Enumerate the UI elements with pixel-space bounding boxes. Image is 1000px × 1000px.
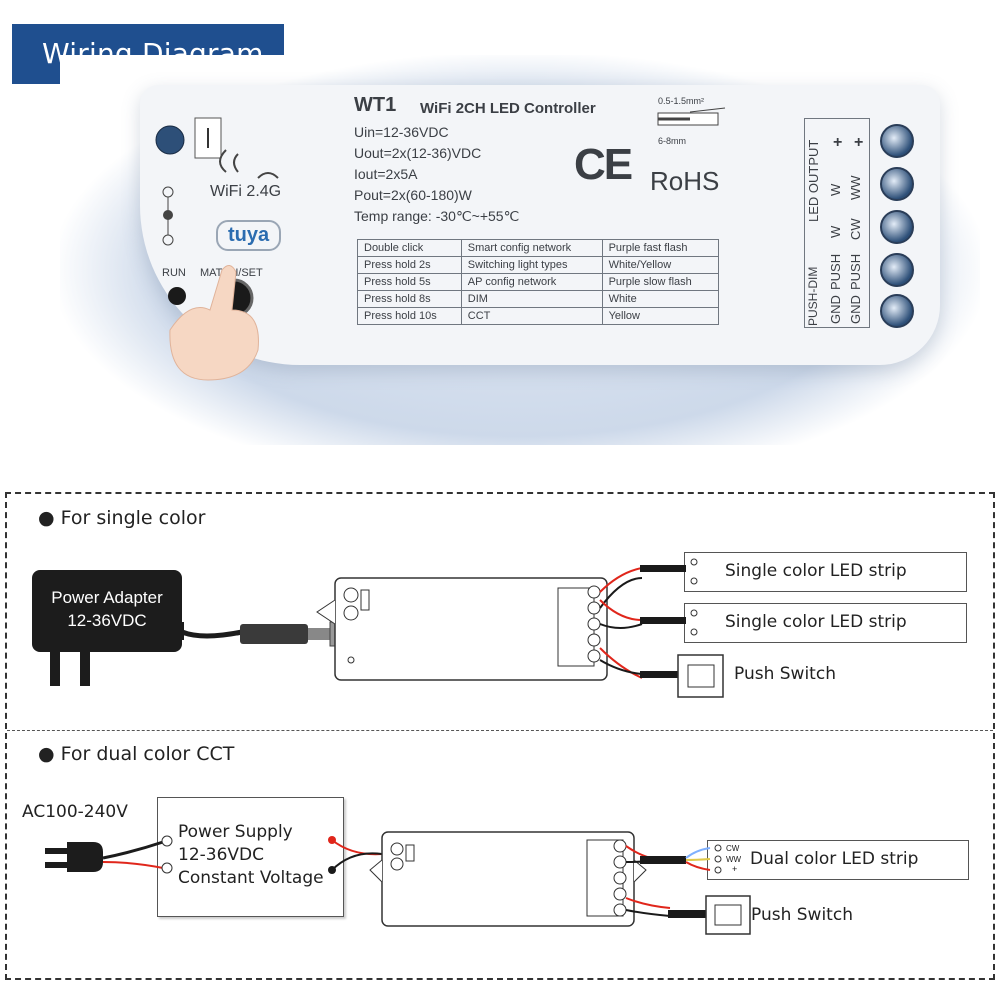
led-strip — [684, 552, 967, 592]
psu-label: Power Supply — [178, 822, 293, 842]
table-cell: Purple slow flash — [601, 273, 720, 291]
psu-type: Constant Voltage — [178, 868, 324, 888]
ac-plug — [67, 842, 103, 872]
wire-yellow — [685, 858, 711, 861]
screw-terminal — [880, 124, 914, 158]
strip-pin-label: + — [732, 864, 738, 874]
device-model: WT1 — [354, 94, 397, 116]
wire-red — [599, 567, 643, 593]
push-switch-label: Push Switch — [734, 664, 836, 684]
wire-red — [102, 861, 164, 869]
ac-input-label: AC100-240V — [22, 802, 128, 822]
power-adapter: Power Adapter 12-36VDC — [32, 570, 182, 652]
section-divider — [7, 730, 993, 731]
device-name: WiFi 2CH LED Controller — [420, 100, 596, 117]
plug-prong — [80, 652, 90, 686]
run-label: RUN — [162, 267, 186, 279]
table-cell: Smart config network — [460, 239, 603, 257]
terminal-label: + — [854, 134, 864, 151]
plug-prong — [45, 848, 67, 854]
spec-line: Uout=2x(12-36)VDC — [354, 145, 482, 161]
led-strip — [684, 603, 967, 643]
adapter-label: Power Adapter — [51, 588, 163, 607]
wire-red — [685, 861, 711, 871]
dc-plug — [240, 624, 308, 644]
controller-diagram — [316, 577, 608, 681]
table-cell: Switching light types — [460, 256, 603, 274]
screw-terminal — [880, 294, 914, 328]
wire-red — [331, 839, 383, 856]
spec-line: Iout=2x5A — [354, 166, 418, 182]
wire-black — [331, 852, 383, 871]
table-cell: White/Yellow — [601, 256, 720, 274]
ce-mark: CE — [574, 140, 633, 189]
dual-color-section-title: ● For dual color CCT — [38, 743, 235, 765]
table-cell: Press hold 8s — [357, 290, 462, 308]
wire-length-label: 6-8mm — [658, 136, 687, 146]
wire-red — [599, 599, 643, 621]
wire-size-label: 0.5-1.5mm² — [658, 96, 705, 106]
wire-blue — [685, 847, 711, 859]
input-screw — [155, 125, 185, 155]
table-cell: Press hold 2s — [357, 256, 462, 274]
tuya-logo: tuya — [216, 220, 282, 251]
screw-terminal — [880, 210, 914, 244]
hand-icon — [169, 265, 259, 381]
rohs-mark: RoHS — [650, 166, 720, 196]
strip-pin-label: WW — [726, 855, 742, 864]
terminal-label: + — [833, 134, 843, 151]
adapter-voltage: 12-36VDC — [67, 611, 147, 630]
wifi-icon — [219, 149, 239, 173]
strip-pin-label: CW — [726, 844, 740, 853]
screw-terminal — [880, 253, 914, 287]
led-strip-label: Single color LED strip — [725, 561, 907, 581]
photo-details — [155, 107, 726, 381]
table-cell: Purple fast flash — [601, 239, 720, 257]
power-supply — [157, 797, 344, 917]
plug-prong — [45, 862, 67, 868]
plug-prong — [50, 652, 60, 686]
single-color-section-title: ● For single color — [38, 507, 206, 529]
wifi-label: WiFi 2.4G — [210, 183, 282, 200]
wire-black — [625, 909, 671, 917]
wire-black — [599, 659, 643, 675]
output-terminal-label-block — [804, 118, 870, 328]
led-strip-label: Single color LED strip — [725, 612, 907, 632]
wiring-diagrams-box — [5, 492, 995, 980]
dual-led-strip — [707, 840, 969, 880]
table-cell: CCT — [460, 307, 603, 325]
psu-voltage: 12-36VDC — [178, 845, 264, 865]
table-cell: Press hold 5s — [357, 273, 462, 291]
push-switch-label: Push Switch — [751, 905, 853, 925]
wire-black — [599, 623, 643, 629]
wifi-icon — [257, 172, 279, 179]
spec-line: Temp range: -30℃~+55℃ — [354, 208, 520, 224]
screw-terminal — [880, 167, 914, 201]
spec-line: Uin=12-36VDC — [354, 124, 449, 140]
led-strip-label: Dual color LED strip — [750, 849, 919, 869]
wire-red — [599, 647, 643, 679]
run-indicator — [168, 287, 186, 305]
controller-diagram — [369, 831, 647, 927]
table-cell: Yellow — [601, 307, 720, 325]
spec-line: Pout=2x(60-180)W — [354, 187, 472, 203]
wire-red — [625, 897, 671, 909]
dc-cable — [181, 629, 243, 639]
